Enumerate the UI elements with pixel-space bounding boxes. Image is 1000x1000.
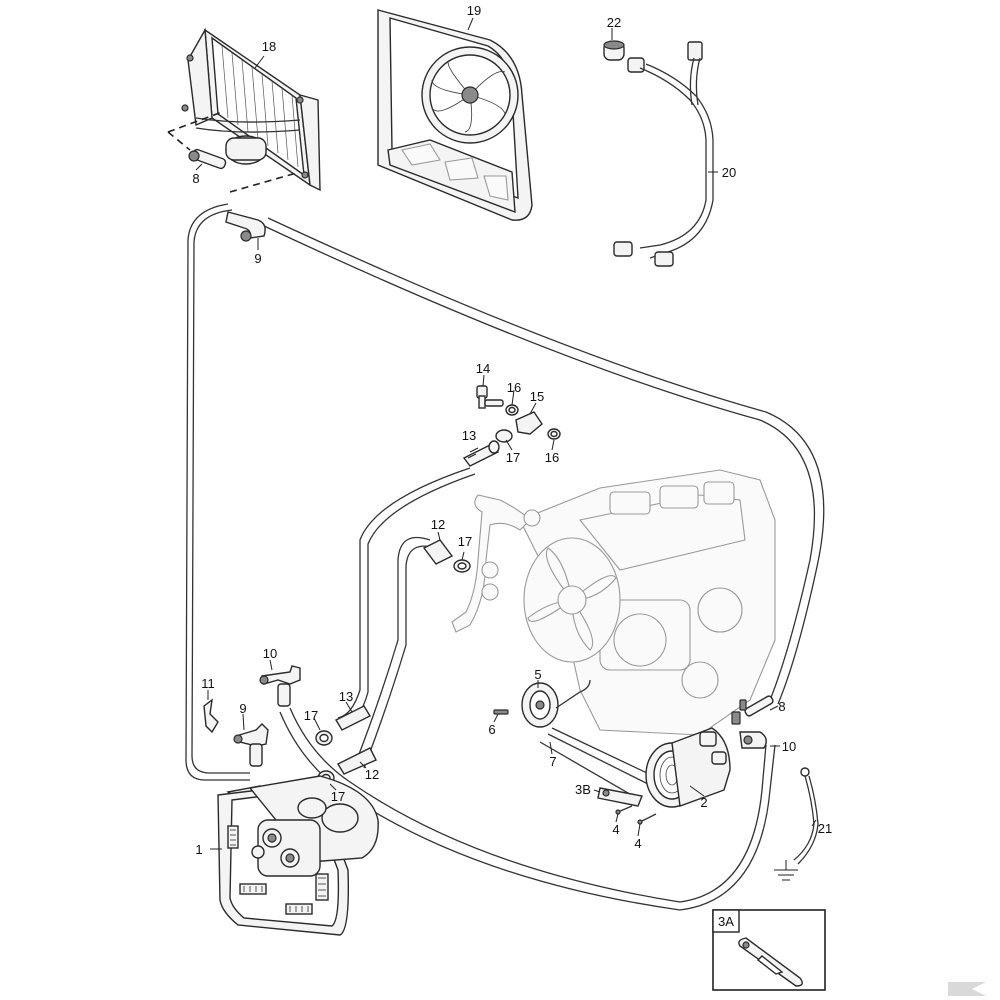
callout-19: 19 xyxy=(467,3,481,18)
callout-1: 1 xyxy=(195,842,202,857)
callout-21: 21 xyxy=(818,821,832,836)
callout-2: 2 xyxy=(700,795,707,810)
inset-3a-label: 3A xyxy=(718,914,734,929)
fitting-9-upper xyxy=(225,211,266,242)
brand-k-logo-icon xyxy=(948,982,986,996)
callout-13-b: 13 xyxy=(339,689,353,704)
callout-17-d: 17 xyxy=(331,789,345,804)
callout-22: 22 xyxy=(607,15,621,30)
water-valve-fittings xyxy=(476,374,561,443)
callout-9-a: 9 xyxy=(254,251,261,266)
callout-5: 5 xyxy=(534,667,541,682)
fan-shroud xyxy=(377,9,533,221)
callout-14: 14 xyxy=(476,361,490,376)
callout-8-a: 8 xyxy=(192,171,199,186)
callout-10-a: 10 xyxy=(263,646,277,661)
callout-leaders xyxy=(195,28,817,837)
inset-3a-box xyxy=(712,909,826,991)
callout-13-a: 13 xyxy=(462,428,476,443)
hose-stubs-left xyxy=(335,705,377,775)
callout-15: 15 xyxy=(530,389,544,404)
fittings-left xyxy=(203,665,301,767)
compressor xyxy=(493,679,731,825)
callout-9-b: 9 xyxy=(239,701,246,716)
condenser-mount-dashes xyxy=(167,111,301,193)
hose-13-upper xyxy=(462,440,500,467)
fitting-8-upper xyxy=(188,148,227,170)
callout-3b: 3B xyxy=(575,782,591,797)
callout-12-a: 12 xyxy=(431,517,445,532)
heater-evaporator-unit xyxy=(210,775,379,936)
ground-cable xyxy=(785,767,819,870)
callout-6: 6 xyxy=(488,722,495,737)
refrigerant-hoses xyxy=(185,203,825,911)
callout-10-b: 10 xyxy=(782,739,796,754)
callout-17-a: 17 xyxy=(506,450,520,465)
callout-20: 20 xyxy=(722,165,736,180)
engine-fan xyxy=(523,537,621,663)
callout-4-b: 4 xyxy=(634,836,641,851)
callout-labels: 1 2 3B 4 4 5 6 7 8 8 9 9 10 10 11 12 12 … xyxy=(192,3,832,929)
ground-symbol-icon xyxy=(774,869,798,881)
callout-17-c: 17 xyxy=(304,708,318,723)
fittings-8-10-right xyxy=(731,695,780,749)
callout-12-b: 12 xyxy=(365,767,379,782)
condenser xyxy=(181,27,321,192)
callout-16-b: 16 xyxy=(545,450,559,465)
wiring-harness xyxy=(603,40,718,267)
callout-18: 18 xyxy=(262,39,276,54)
hose-12-upper xyxy=(422,531,471,573)
callout-8-b: 8 xyxy=(778,699,785,714)
callout-16-a: 16 xyxy=(507,380,521,395)
callout-7: 7 xyxy=(549,754,556,769)
callout-11: 11 xyxy=(201,676,215,691)
callout-17-b: 17 xyxy=(458,534,472,549)
callout-4-a: 4 xyxy=(612,822,619,837)
engine-block xyxy=(451,469,776,736)
